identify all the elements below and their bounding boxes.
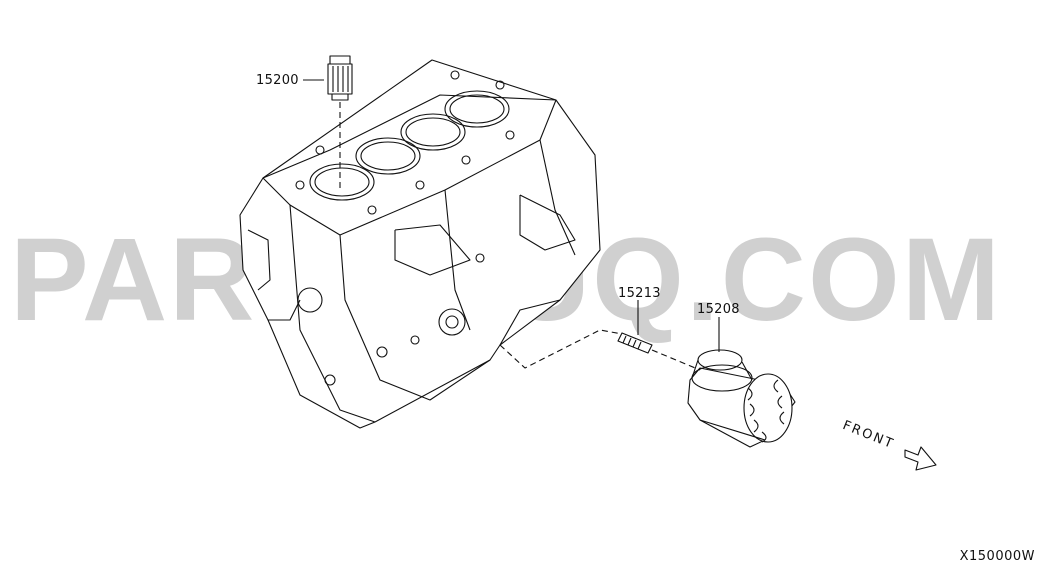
part-15213-stud — [617, 332, 653, 354]
engine-block — [239, 59, 601, 429]
figure-code: X150000W — [959, 549, 1035, 564]
leader-lines — [303, 79, 720, 371]
callout-15213: 15213 — [618, 286, 661, 301]
callout-15200: 15200 — [256, 73, 299, 88]
part-15208-oil-filter — [687, 349, 796, 448]
front-arrow-icon — [904, 446, 937, 471]
part-15200-strainer — [327, 55, 353, 101]
callout-15208: 15208 — [697, 302, 740, 317]
